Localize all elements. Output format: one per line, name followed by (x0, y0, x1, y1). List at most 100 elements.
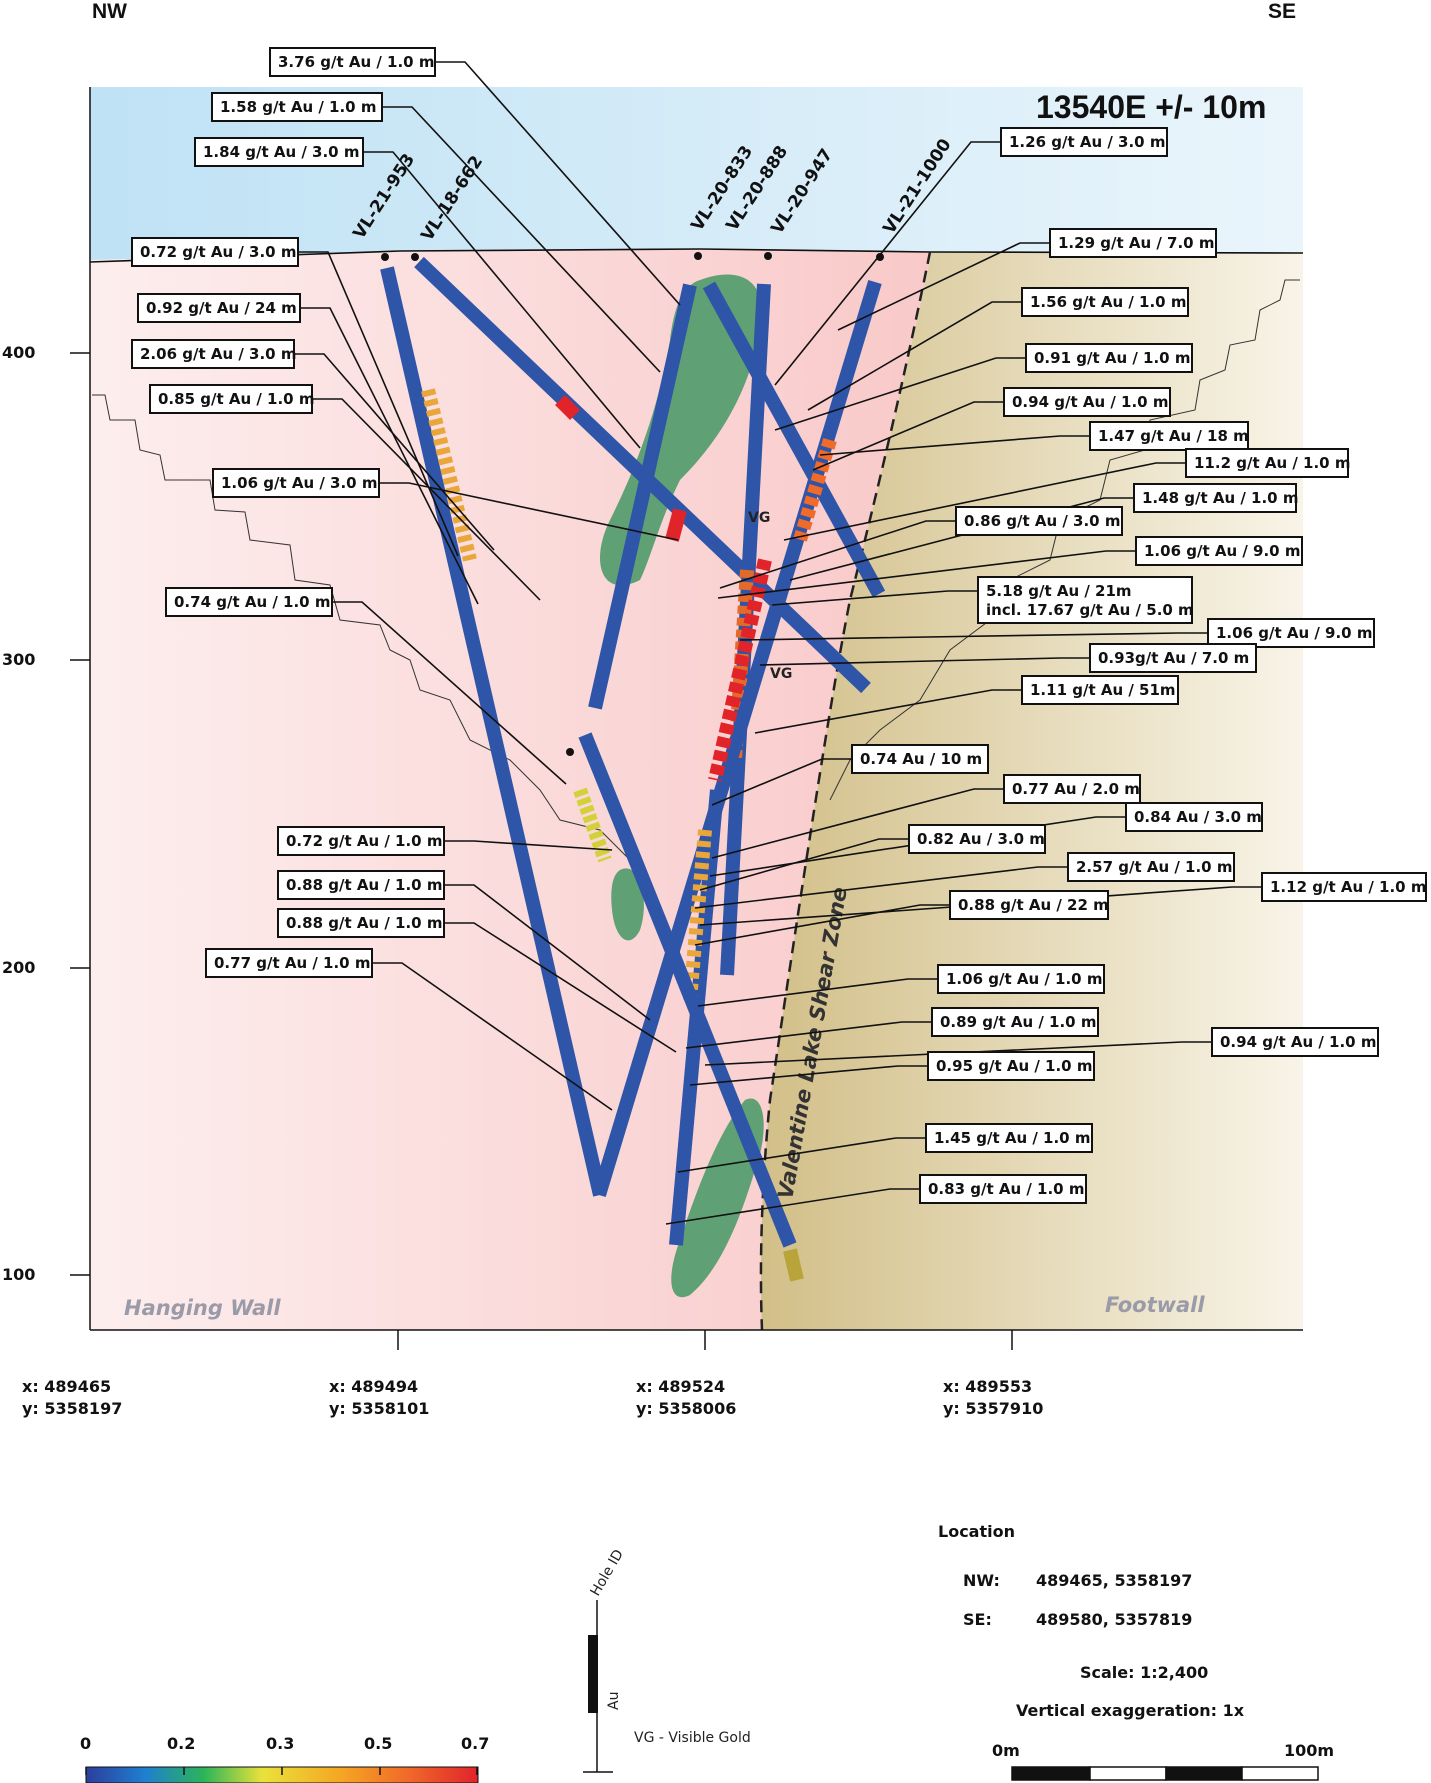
drill-trace-vl-20-833 (588, 283, 697, 710)
intercept-label: 1.47 g/t Au / 18 m (1089, 421, 1249, 451)
drill-trace-vl-21-1000 (592, 279, 882, 1198)
intercept-box (927, 1051, 1095, 1081)
intercept-label: 0.86 g/t Au / 3.0 m (955, 506, 1123, 536)
color-tick-0: 0 (80, 1734, 91, 1753)
intercept-text: 0.93g/t Au / 7.0 m (1098, 649, 1249, 667)
intercept-leader (704, 1041, 1212, 1066)
footwall-label: Footwall (1105, 1293, 1205, 1317)
intercept-label: 0.83 g/t Au / 1.0 m (919, 1174, 1087, 1204)
intercept-label: 0.77 g/t Au / 1.0 m (205, 948, 373, 978)
coord-y-0: y: 5358197 (22, 1399, 122, 1418)
intercept-label: 1.06 g/t Au / 3.0 m (212, 468, 380, 498)
intercept-leader (689, 1065, 928, 1086)
intercept-text: 2.57 g/t Au / 1.0 m (1076, 858, 1232, 876)
location-legend: Location NW: 489465, 5358197 SE: 489580,… (938, 1522, 1334, 1781)
intercept-text: 1.26 g/t Au / 3.0 m (1009, 133, 1165, 151)
intercept-box (212, 468, 380, 498)
intercept-leader (677, 1137, 926, 1173)
intercept-leader (783, 462, 1186, 541)
intercept-box (1125, 802, 1263, 832)
intercept-leader (812, 401, 1004, 471)
intercept-label: 0.88 g/t Au / 22 m (949, 890, 1109, 920)
intercept-label: 0.92 g/t Au / 24 m (137, 293, 301, 323)
intercept-text: 1.48 g/t Au / 1.0 m (1142, 489, 1298, 507)
scale-start-label: 0m (992, 1741, 1020, 1760)
intercept-text: 1.56 g/t Au / 1.0 m (1030, 293, 1186, 311)
intercept-box (1089, 643, 1257, 673)
scale-end-label: 100m (1284, 1741, 1334, 1760)
location-nw-label: NW: (963, 1571, 1000, 1590)
intercept-box (1207, 618, 1375, 648)
intercept-label: 0.89 g/t Au / 1.0 m (931, 1007, 1099, 1037)
intercept-text: 1.11 g/t Au / 51m (1030, 681, 1176, 699)
coord-y-2: y: 5358006 (636, 1399, 736, 1418)
intercept-label: 0.88 g/t Au / 1.0 m (277, 870, 445, 900)
scale-bar (1011, 1766, 1319, 1781)
intercept-text: 0.88 g/t Au / 1.0 m (286, 876, 442, 894)
location-title: Location (938, 1522, 1015, 1541)
coord-y-3: y: 5357910 (943, 1399, 1043, 1418)
vg-legend-note: VG - Visible Gold (634, 1730, 751, 1746)
intercept-label: 1.06 g/t Au / 1.0 m (937, 964, 1105, 994)
intercept-text: 11.2 g/t Au / 1.0 m (1194, 454, 1350, 472)
color-tick-3: 0.5 (364, 1734, 392, 1753)
location-se-label: SE: (963, 1610, 992, 1629)
au-legend-label: Au (606, 1692, 622, 1710)
coord-y-1: y: 5358101 (329, 1399, 429, 1418)
intercept-leader (699, 838, 909, 891)
intercept-leader (444, 840, 613, 851)
intercept-label: 0.95 g/t Au / 1.0 m (927, 1051, 1095, 1081)
intercept-text: 0.88 g/t Au / 22 m (958, 896, 1109, 914)
intercept-label: 1.29 g/t Au / 7.0 m (1049, 228, 1217, 258)
intercept-leader (298, 251, 459, 557)
intercept-box (211, 92, 383, 122)
intercept-label: 0.74 Au / 10 m (851, 744, 989, 774)
coord-x-0: x: 489465 (22, 1377, 111, 1396)
intercept-box (937, 964, 1105, 994)
hole-legend: Hole ID Au VG - Visible Gold (583, 1547, 751, 1773)
intercept-text: 0.72 g/t Au / 1.0 m (286, 832, 442, 850)
intercept-text: 0.95 g/t Au / 1.0 m (936, 1057, 1092, 1075)
intercept-text: 1.47 g/t Au / 18 m (1098, 427, 1249, 445)
intercept-box (131, 237, 299, 267)
intercept-leader (697, 978, 938, 1007)
intercept-box (925, 1123, 1093, 1153)
vertical-exaggeration-text: Vertical exaggeration: 1x (1016, 1701, 1245, 1720)
intercept-text: 0.94 g/t Au / 1.0 m (1220, 1033, 1376, 1051)
intercept-label: 0.94 g/t Au / 1.0 m (1211, 1027, 1379, 1057)
intercept-text: 1.06 g/t Au / 1.0 m (946, 970, 1102, 988)
intercept-leader (789, 497, 1134, 581)
intercept-leader (379, 482, 679, 541)
intercept-box (194, 137, 364, 167)
intercept-text: 0.82 Au / 3.0 m (917, 830, 1045, 848)
au-bar-sample (588, 1635, 598, 1713)
intercept-box (851, 744, 989, 774)
intercept-box (955, 506, 1123, 536)
intercept-leader (711, 758, 852, 806)
intercept-label: 0.88 g/t Au / 1.0 m (277, 908, 445, 938)
location-se-value: 489580, 5357819 (1036, 1610, 1192, 1629)
intercept-box (1133, 483, 1297, 513)
intercept-label: 1.06 g/t Au / 9.0 m (1135, 536, 1303, 566)
intercept-text: 0.85 g/t Au / 1.0 m (158, 390, 314, 408)
intercept-label: 0.85 g/t Au / 1.0 m (149, 384, 314, 414)
intercept-box (908, 824, 1046, 854)
intercept-leader (444, 922, 677, 1053)
intercept-text: 0.74 g/t Au / 1.0 m (174, 593, 330, 611)
coord-x-2: x: 489524 (636, 1377, 725, 1396)
intercept-text: 0.94 g/t Au / 1.0 m (1012, 393, 1168, 411)
intercept-leader (332, 601, 567, 785)
intercept-text: 5.18 g/t Au / 21m (986, 582, 1132, 600)
intercept-label: 3.76 g/t Au / 1.0 m (269, 47, 436, 77)
coord-x-3: x: 489553 (943, 1377, 1032, 1396)
intercept-box (931, 1007, 1099, 1037)
intercept-leader (372, 962, 613, 1111)
au-color-scale: 0 0.2 0.3 0.5 0.7 (80, 1734, 489, 1783)
intercept-box (277, 826, 445, 856)
intercept-box (1261, 872, 1427, 902)
hanging-wall-label: Hanging Wall (124, 1296, 281, 1320)
intercept-label: 1.84 g/t Au / 3.0 m (194, 137, 364, 167)
section-title: 13540E +/- 10m (1036, 89, 1266, 125)
